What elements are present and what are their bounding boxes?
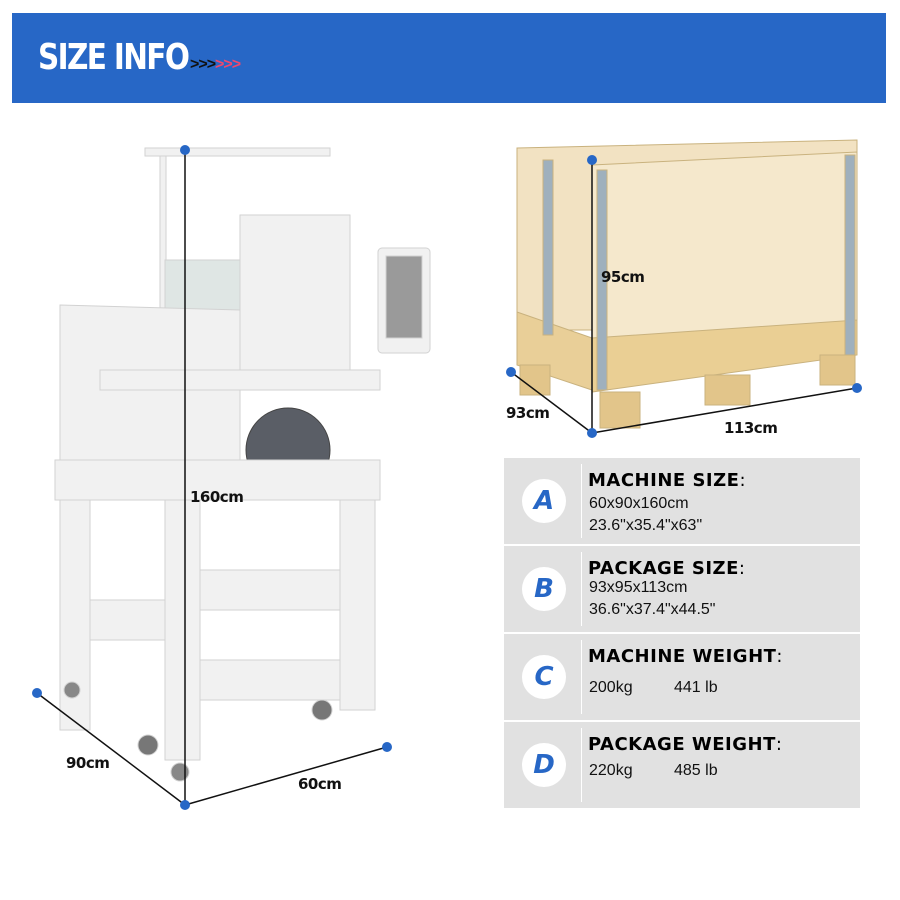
spec-metric: 93x95x113cm — [589, 579, 688, 596]
spec-kg: 220kg — [589, 762, 633, 779]
spec-title: MACHINE SIZE — [588, 470, 740, 491]
spec-row-package-weight: D PACKAGE WEIGHT: 220kg 485 lb — [504, 722, 860, 808]
spec-table: A MACHINE SIZE: 60x90x160cm 23.6"x35.4"x… — [504, 458, 860, 810]
dimension-lines — [36, 150, 858, 806]
embroidery-machine-image — [54, 147, 431, 782]
spec-title: PACKAGE WEIGHT — [588, 734, 776, 755]
page-title: SIZE INFO — [38, 37, 190, 78]
package-width-label: 113cm — [724, 419, 778, 437]
package-height-label: 95cm — [601, 268, 645, 286]
divider — [581, 728, 582, 802]
divider — [581, 464, 582, 538]
dimension-endpoints — [32, 145, 862, 810]
spec-metric: 60x90x160cm — [589, 495, 689, 512]
letter-badge: A — [522, 479, 566, 523]
letter-badge: C — [522, 655, 566, 699]
spec-imperial: 23.6"x35.4"x63" — [589, 517, 703, 534]
header-banner: SIZE INFO >>>>>> — [12, 13, 886, 103]
spec-lb: 441 lb — [674, 679, 718, 696]
machine-depth-label: 90cm — [66, 754, 110, 772]
spec-kg: 200kg — [589, 679, 633, 696]
spec-lb: 485 lb — [674, 762, 718, 779]
spec-row-machine-weight: C MACHINE WEIGHT: 200kg 441 lb — [504, 634, 860, 720]
divider — [581, 640, 582, 714]
machine-height-label: 160cm — [190, 488, 244, 506]
spec-title: MACHINE WEIGHT — [588, 646, 777, 667]
wooden-crate-image — [516, 139, 858, 429]
letter-badge: B — [522, 567, 566, 611]
letter-badge: D — [522, 743, 566, 787]
arrows-decoration: >>>>>> — [190, 56, 241, 73]
machine-width-label: 60cm — [298, 775, 342, 793]
spec-row-machine-size: A MACHINE SIZE: 60x90x160cm 23.6"x35.4"x… — [504, 458, 860, 544]
spec-imperial: 36.6"x37.4"x44.5" — [589, 601, 716, 618]
spec-title: PACKAGE SIZE — [588, 558, 739, 579]
package-depth-label: 93cm — [506, 404, 550, 422]
divider — [581, 552, 582, 626]
spec-row-package-size: B PACKAGE SIZE: 93x95x113cm 36.6"x37.4"x… — [504, 546, 860, 632]
